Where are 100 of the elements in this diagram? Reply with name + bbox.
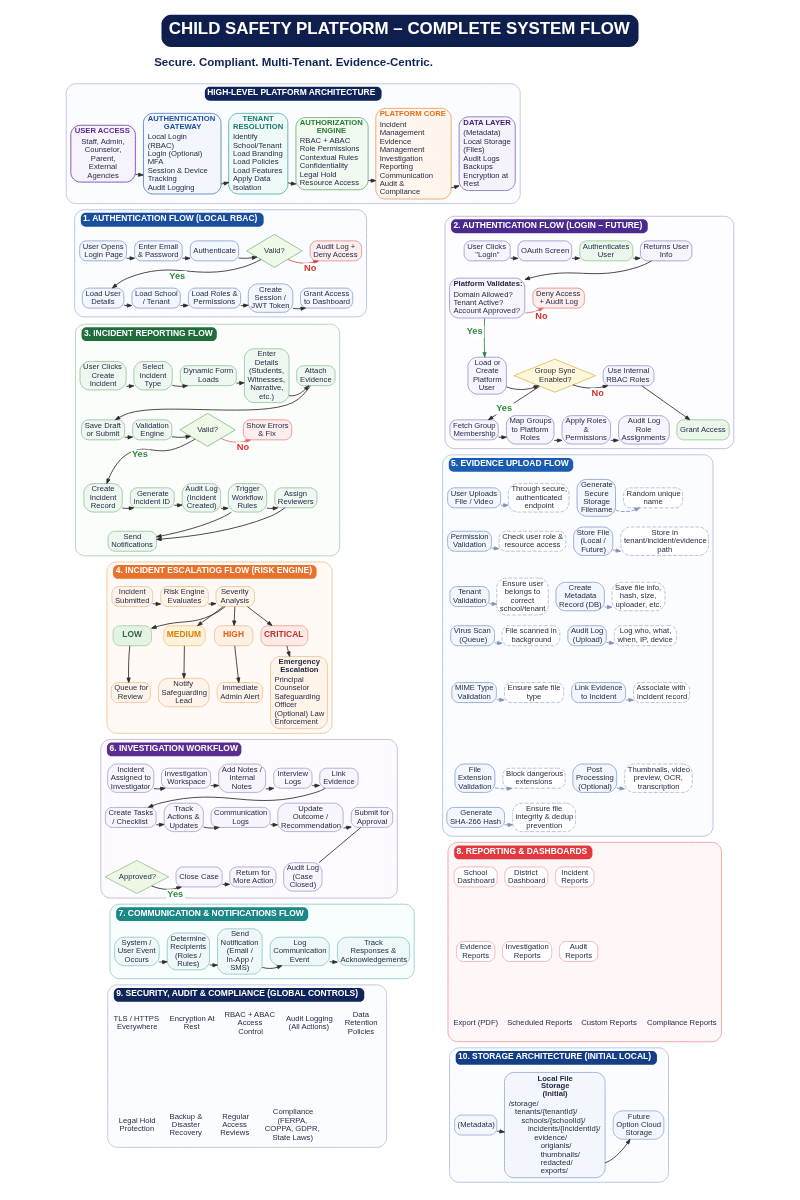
node-box: Thumbnails, video preview, OCR, transcription xyxy=(624,763,693,793)
edge-label: Yes xyxy=(466,326,483,337)
arrow xyxy=(171,384,188,389)
arrow xyxy=(135,172,144,177)
arrow xyxy=(173,503,183,508)
node-box: Check user role & resource access xyxy=(498,530,567,552)
arrow xyxy=(158,960,168,965)
label: Compliance Reports xyxy=(646,1018,717,1028)
node-box: Map Groups to Platform Roles xyxy=(505,415,555,445)
node-box: TENANT RESOLUTION Identify School/Tenant Load Branding Load Policies Load Features Apply Data Isolation xyxy=(228,112,289,195)
node-box: MIME Type Validation xyxy=(451,682,497,703)
edge-label: Yes xyxy=(167,889,184,900)
arrow xyxy=(153,786,166,791)
node-box: AUTHORIZATION ENGINE RBAC + ABAC Role Permissions Contextual Rules Confidentiality Legal Hold Resource Access xyxy=(295,117,369,191)
arrow xyxy=(615,507,641,513)
node-box: Return for More Action xyxy=(229,866,277,888)
node-box: Enter Email & Password xyxy=(134,240,183,262)
node-diamond: Valid? xyxy=(246,233,303,268)
arrow xyxy=(494,786,513,791)
node-box: Track Responses & Acknowledgements xyxy=(336,936,411,967)
node-box: Notify Safeguarding Lead xyxy=(157,677,210,708)
node-box: Send Notification (Email / In-App / SMS) xyxy=(217,928,263,975)
arrow xyxy=(220,438,251,444)
node-box: Send Notifications xyxy=(107,530,157,552)
node-text: Data Retention Policies xyxy=(344,1009,378,1036)
node-box: Risk Engine Evaluates xyxy=(160,586,209,607)
node-box: File scanned in background xyxy=(501,625,561,647)
node-box: Evidence Reports xyxy=(456,941,496,962)
node-box: Log who, what, when, IP, device xyxy=(613,625,677,647)
node-box: Generate Secure Storage Filename xyxy=(576,478,616,517)
arrow xyxy=(524,307,544,314)
arrow xyxy=(329,959,338,965)
node-box: Incident Reports xyxy=(555,866,595,888)
arrow xyxy=(151,606,226,629)
node-box: Deny Access + Audit Log xyxy=(532,287,585,309)
node-box: Store File (Local / Future) xyxy=(573,526,614,556)
arrow xyxy=(553,438,563,443)
node-box: Investigation Reports xyxy=(502,941,553,962)
node-box: Fetch Group Membership xyxy=(449,419,499,441)
node-box: Submit for Approval xyxy=(350,806,394,828)
node-box: HIGH xyxy=(214,625,254,647)
node-box: Returns User Info xyxy=(640,240,693,262)
node-text: RBAC + ABAC Access Control xyxy=(224,1009,275,1036)
arrow xyxy=(482,317,487,358)
node-box: Close Case xyxy=(175,866,223,888)
arrow xyxy=(156,511,232,538)
node-text: Legal Hold Protection xyxy=(118,1115,156,1134)
arrow xyxy=(342,825,352,830)
node-box: Grant Access xyxy=(676,419,730,441)
arrow xyxy=(625,698,634,703)
node-box: Immediate Admin Alert xyxy=(216,682,263,703)
node-box: Ensure user belongs to correct school/tenant xyxy=(496,577,549,616)
edge-label: No xyxy=(304,262,317,273)
node-box: Platform Validates: Domain Allowed? Tenant Active? Account Approved? xyxy=(449,277,526,319)
arrow xyxy=(209,963,218,968)
arrow xyxy=(488,385,541,421)
arrow xyxy=(488,601,498,606)
arrow xyxy=(181,256,191,261)
label: Scheduled Reports xyxy=(507,1018,573,1028)
arrow xyxy=(524,260,652,281)
node-box: Ensure file integrity & dedup prevention xyxy=(512,802,576,833)
arrow xyxy=(494,641,503,646)
arrow xyxy=(208,601,217,607)
node-box: Through secure, authenticated endpoint xyxy=(507,483,570,513)
edge-label: Yes xyxy=(496,402,513,413)
node-box: Future Option Cloud Storage xyxy=(612,1110,665,1140)
node-box: Random unique name xyxy=(623,487,684,509)
arrow xyxy=(151,885,182,891)
node-box: Trigger Workflow Rules xyxy=(227,483,268,513)
node-box: Tenant Validation xyxy=(449,586,490,607)
arrow xyxy=(240,303,249,308)
node-box: Incident Assigned to Investigator xyxy=(107,763,155,793)
node-box: Log Communication Event xyxy=(269,936,330,967)
arrow xyxy=(234,645,241,683)
node-box: Create Incident Record xyxy=(83,483,123,513)
arrow xyxy=(286,645,291,657)
arrow xyxy=(235,381,245,386)
node-box: Authenticate xyxy=(189,240,240,262)
arrow xyxy=(121,506,135,511)
node-box: Audit Log (Upload) xyxy=(567,625,607,647)
arrow xyxy=(509,256,519,261)
label: Custom Reports xyxy=(581,1018,637,1028)
arrow xyxy=(367,178,377,183)
node-text: Compliance (FERPA, COPPA, GDPR, State Laws) xyxy=(264,1107,320,1142)
arrow xyxy=(450,185,460,190)
label: Secure. Compliant. Multi-Tenant. Evidence-Centric. xyxy=(154,55,433,68)
node-box: Audit Log (Case Closed) xyxy=(283,862,323,892)
arrow xyxy=(498,435,507,440)
arrow xyxy=(125,384,135,389)
arrow xyxy=(220,506,229,511)
arrow xyxy=(266,506,279,511)
node-box: Select Incident Type xyxy=(133,361,173,391)
connector xyxy=(318,827,362,863)
arrow xyxy=(604,1139,631,1164)
node-box: Add Notes / Internal Notes xyxy=(218,763,267,793)
node-box: Store in tenant/incident/evidence path xyxy=(620,526,709,556)
arrow xyxy=(238,255,258,260)
arrow xyxy=(500,503,509,508)
node-box: Emergency Escalation Principal Counselor Safeguarding Officer (Optional) Law Enforcement xyxy=(270,656,328,730)
node-box: Audit Log + Deny Access xyxy=(309,240,363,262)
